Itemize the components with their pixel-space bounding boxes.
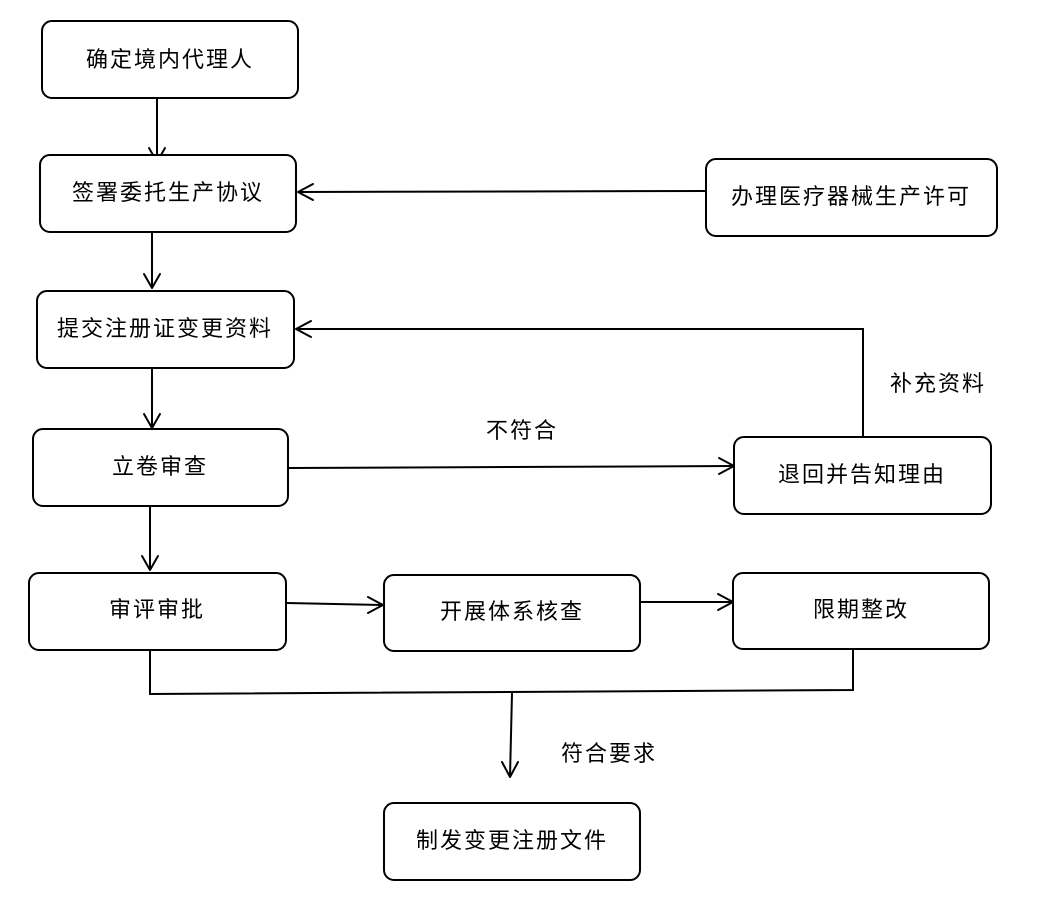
node-submit-materials: 提交注册证变更资料	[36, 290, 295, 369]
node-submit-materials-label: 提交注册证变更资料	[57, 317, 273, 342]
node-filing-review-label: 立卷审查	[112, 455, 208, 480]
node-system-inspection: 开展体系核查	[383, 574, 641, 652]
label-not-compliant: 不符合	[486, 419, 558, 444]
edge-return-to-submit	[296, 328, 864, 438]
edge-merge-bracket	[149, 650, 854, 696]
node-appoint-agent: 确定境内代理人	[41, 20, 299, 99]
edge-merge-to-issue	[509, 692, 513, 778]
arrowhead-merge-to-issue	[501, 761, 519, 778]
node-production-license-label: 办理医疗器械生产许可	[731, 185, 971, 210]
label-supplement-materials: 补充资料	[890, 372, 986, 397]
node-return-notice-label: 退回并告知理由	[778, 463, 946, 488]
label-meets-requirements: 符合要求	[561, 742, 657, 767]
node-rectify-label: 限期整改	[813, 598, 909, 623]
node-appoint-agent-label: 确定境内代理人	[86, 48, 254, 73]
node-system-inspection-label: 开展体系核查	[440, 600, 584, 625]
edge-license-to-sign	[297, 190, 707, 193]
arrowhead-sign-to-submit	[143, 273, 161, 289]
node-technical-review-label: 审评审批	[109, 598, 205, 623]
node-sign-agreement: 签署委托生产协议	[39, 154, 297, 233]
node-production-license: 办理医疗器械生产许可	[705, 158, 998, 237]
node-technical-review: 审评审批	[28, 572, 287, 651]
edge-labels: 不符合 补充资料 符合要求	[486, 372, 986, 767]
edge-technical-to-inspection	[286, 602, 384, 606]
arrowhead-return-to-submit	[295, 320, 312, 338]
node-sign-agreement-label: 签署委托生产协议	[72, 181, 264, 206]
node-return-notice: 退回并告知理由	[733, 436, 992, 515]
node-filing-review: 立卷审查	[32, 428, 289, 507]
edge-filing-to-return	[287, 465, 735, 469]
node-rectify: 限期整改	[732, 572, 990, 650]
node-issue-documents-label: 制发变更注册文件	[416, 829, 608, 854]
arrowhead-license-to-sign	[297, 183, 314, 201]
edges	[141, 98, 864, 778]
arrowhead-filing-to-technical	[141, 555, 159, 571]
node-issue-documents: 制发变更注册文件	[383, 802, 641, 881]
